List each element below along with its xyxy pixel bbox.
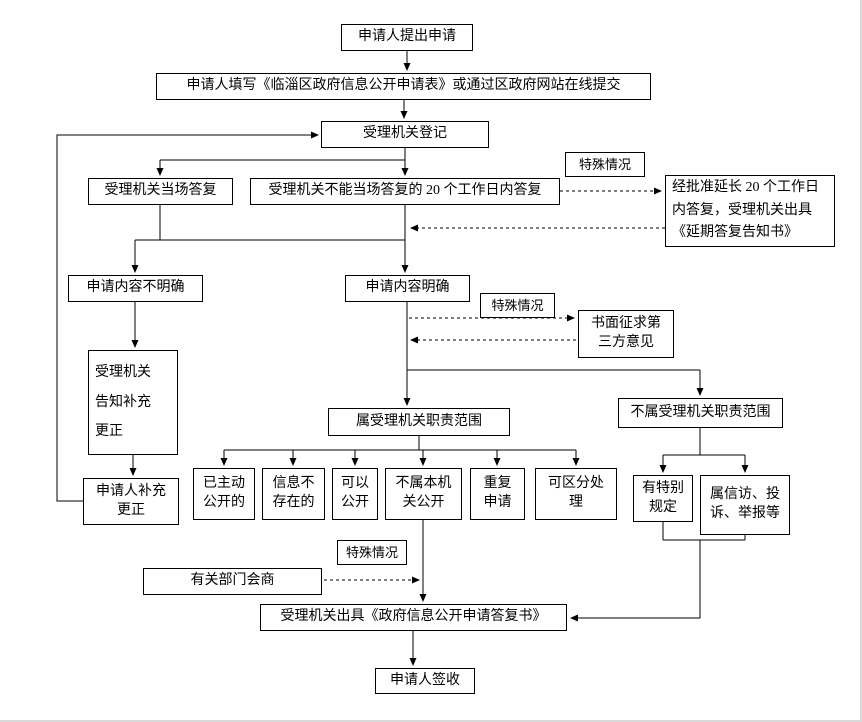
node-distinguish-handling: 可区分处 理: [535, 468, 617, 520]
node-department-consult: 有关部门会商: [143, 568, 322, 595]
node-repeat-application: 重复 申请: [470, 468, 525, 520]
node-reply-document: 受理机关出具《政府信息公开申请答复书》: [260, 604, 567, 631]
special-case-note-1: 特殊情况: [565, 152, 645, 177]
node-in-scope: 属受理机关职责范围: [328, 408, 510, 436]
special-case-note-2: 特殊情况: [480, 293, 555, 318]
node-not-onsite-reply: 受理机关不能当场答复的 20 个工作日内答复: [250, 178, 560, 205]
node-content-unclear: 申请内容不明确: [68, 275, 203, 302]
node-special-rule: 有特别 规定: [633, 475, 693, 522]
node-third-party-opinion: 书面征求第 三方意见: [578, 310, 674, 358]
node-info-not-exist: 信息不 存在的: [262, 468, 325, 520]
node-extend-reply: 经批准延长 20 个工作日 内答复，受理机关出具 《延期答复告知书》: [665, 175, 835, 247]
node-onsite-reply: 受理机关当场答复: [88, 178, 233, 205]
node-applicant-sign: 申请人签收: [375, 668, 475, 694]
node-content-clear: 申请内容明确: [345, 275, 470, 302]
node-can-be-public: 可以 公开: [332, 468, 378, 520]
special-case-note-3: 特殊情况: [337, 540, 407, 565]
node-out-of-scope: 不属受理机关职责范围: [618, 398, 783, 428]
node-notify-correct: 受理机关 告知补充 更正: [88, 350, 178, 455]
node-apply: 申请人提出申请: [341, 24, 473, 51]
node-already-public: 已主动 公开的: [193, 468, 255, 520]
node-petition-complaint: 属信访、投 诉、举报等: [700, 475, 790, 535]
node-fill-form: 申请人填写《临淄区政府信息公开申请表》或通过区政府网站在线提交: [156, 73, 651, 100]
node-applicant-correct: 申请人补充 更正: [83, 478, 179, 525]
node-not-this-organ: 不属本机 关公开: [385, 468, 462, 520]
node-register: 受理机关登记: [321, 121, 489, 148]
